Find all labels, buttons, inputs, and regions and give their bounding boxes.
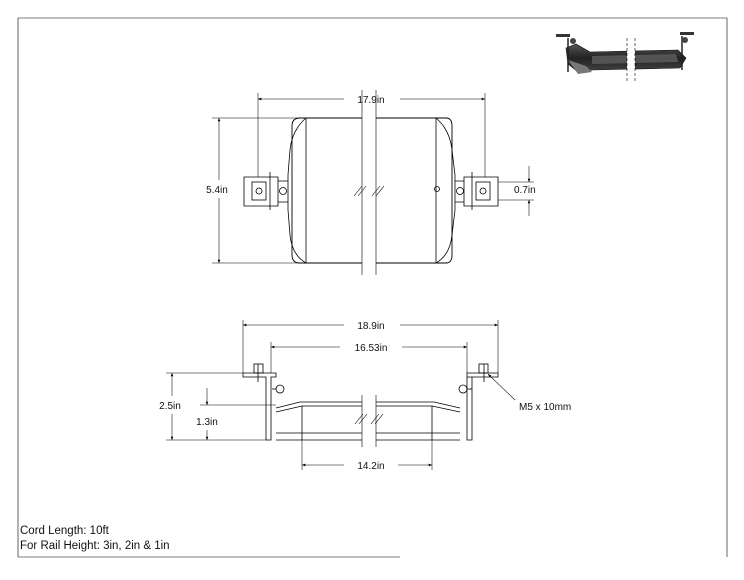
dim-side-body-height: 1.3in: [196, 417, 218, 428]
dim-top-width: 17.9in: [357, 95, 384, 106]
dim-side-height: 2.5in: [159, 401, 181, 412]
top-view-dimensions: 17.9in 5.4in 0.7in: [206, 93, 536, 264]
product-thumbnail: [556, 32, 694, 82]
sheet-frame: [17, 17, 728, 558]
dim-tab-width: 0.7in: [514, 185, 536, 196]
side-view: [242, 363, 499, 447]
rail-height-note: For Rail Height: 3in, 2in & 1in: [20, 540, 170, 552]
dim-side-bottom: 14.2in: [357, 461, 384, 472]
cord-length-note: Cord Length: 10ft: [20, 525, 109, 537]
side-view-dimensions: 18.9in 16.53in 14.2in 2.5in 1.3in M5 x 1…: [159, 320, 571, 472]
dim-side-overall: 18.9in: [357, 321, 384, 332]
drawing-notes: Cord Length: 10ft For Rail Height: 3in, …: [20, 524, 170, 554]
dim-side-inner: 16.53in: [355, 343, 388, 354]
top-view: [243, 90, 499, 275]
screw-callout: M5 x 10mm: [519, 402, 571, 413]
dim-top-height: 5.4in: [206, 185, 228, 196]
